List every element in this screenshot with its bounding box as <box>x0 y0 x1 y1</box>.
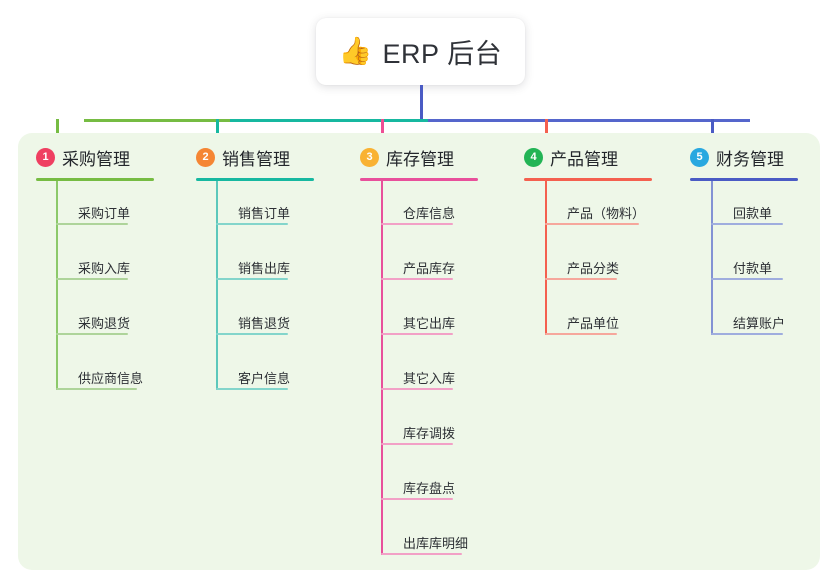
leaf-underline <box>545 223 639 225</box>
branch-header-2[interactable]: 2 销售管理 <box>196 145 290 170</box>
leaf-label[interactable]: 付款单 <box>733 261 773 276</box>
branch-title-5: 财务管理 <box>716 150 784 169</box>
branch-stem-5 <box>711 181 713 335</box>
branches-panel: 1 采购管理采购订单采购入库采购退货供应商信息 2 销售管理销售订单销售出库销售退货客… <box>18 133 820 570</box>
leaf-underline <box>381 553 462 555</box>
leaf-label[interactable]: 采购订单 <box>78 206 131 221</box>
branch-title-2: 销售管理 <box>222 150 290 169</box>
leaf-label[interactable]: 库存调拨 <box>403 426 456 441</box>
branch-header-1[interactable]: 1 采购管理 <box>36 145 130 170</box>
leaf-label[interactable]: 产品库存 <box>403 261 456 276</box>
branch-stem-2 <box>216 181 218 390</box>
branch-header-5[interactable]: 5 财务管理 <box>690 145 784 170</box>
trunk-segment-green <box>84 119 230 122</box>
branch-underline-3 <box>360 178 478 181</box>
branch-underline-1 <box>36 178 154 181</box>
branch-header-4[interactable]: 4 产品管理 <box>524 145 618 170</box>
branch-underline-2 <box>196 178 314 181</box>
branch-badge-1: 1 <box>36 148 55 167</box>
branch-stem-3 <box>381 181 383 555</box>
leaf-label[interactable]: 其它入库 <box>403 371 456 386</box>
branch-badge-4: 4 <box>524 148 543 167</box>
leaf-label[interactable]: 采购入库 <box>78 261 131 276</box>
leaf-underline <box>381 498 453 500</box>
leaf-underline <box>711 333 783 335</box>
leaf-underline <box>56 223 128 225</box>
branch-title-1: 采购管理 <box>62 150 130 169</box>
leaf-label[interactable]: 库存盘点 <box>403 481 456 496</box>
leaf-underline <box>381 278 453 280</box>
leaf-underline <box>216 278 288 280</box>
leaf-label[interactable]: 客户信息 <box>238 371 291 386</box>
leaf-underline <box>381 388 453 390</box>
branch-title-3: 库存管理 <box>386 150 454 169</box>
branch-underline-5 <box>690 178 798 181</box>
leaf-label[interactable]: 结算账户 <box>733 316 786 331</box>
leaf-underline <box>545 278 617 280</box>
leaf-underline <box>56 333 128 335</box>
leaf-underline <box>711 278 783 280</box>
leaf-underline <box>381 333 453 335</box>
leaf-label[interactable]: 产品（物料） <box>567 206 646 221</box>
trunk-segment-blue <box>428 119 750 122</box>
leaf-label[interactable]: 供应商信息 <box>78 371 144 386</box>
leaf-underline <box>216 333 288 335</box>
root-node-title: ERP 后台 <box>382 39 503 69</box>
leaf-label[interactable]: 出库库明细 <box>403 536 469 551</box>
leaf-underline <box>56 278 128 280</box>
branch-badge-5: 5 <box>690 148 709 167</box>
leaf-label[interactable]: 销售订单 <box>238 206 291 221</box>
branch-title-4: 产品管理 <box>550 150 618 169</box>
leaf-label[interactable]: 销售退货 <box>238 316 291 331</box>
branch-stem-4 <box>545 181 547 335</box>
root-stem <box>420 85 423 122</box>
branch-underline-4 <box>524 178 652 181</box>
leaf-label[interactable]: 回款单 <box>733 206 773 221</box>
branch-stem-1 <box>56 181 58 390</box>
leaf-label[interactable]: 产品分类 <box>567 261 620 276</box>
branch-badge-2: 2 <box>196 148 215 167</box>
leaf-label[interactable]: 销售出库 <box>238 261 291 276</box>
thumbs-up-icon: 👍 <box>338 36 373 66</box>
trunk-segment-teal <box>230 119 428 122</box>
leaf-label[interactable]: 其它出库 <box>403 316 456 331</box>
branch-header-3[interactable]: 3 库存管理 <box>360 145 454 170</box>
leaf-label[interactable]: 产品单位 <box>567 316 620 331</box>
leaf-underline <box>545 333 617 335</box>
branch-badge-3: 3 <box>360 148 379 167</box>
leaf-underline <box>381 443 453 445</box>
leaf-underline <box>56 388 137 390</box>
leaf-underline <box>711 223 783 225</box>
leaf-underline <box>381 223 453 225</box>
root-node-card[interactable]: 👍 ERP 后台 <box>316 18 525 85</box>
leaf-label[interactable]: 仓库信息 <box>403 206 456 221</box>
leaf-label[interactable]: 采购退货 <box>78 316 131 331</box>
leaf-underline <box>216 223 288 225</box>
leaf-underline <box>216 388 288 390</box>
